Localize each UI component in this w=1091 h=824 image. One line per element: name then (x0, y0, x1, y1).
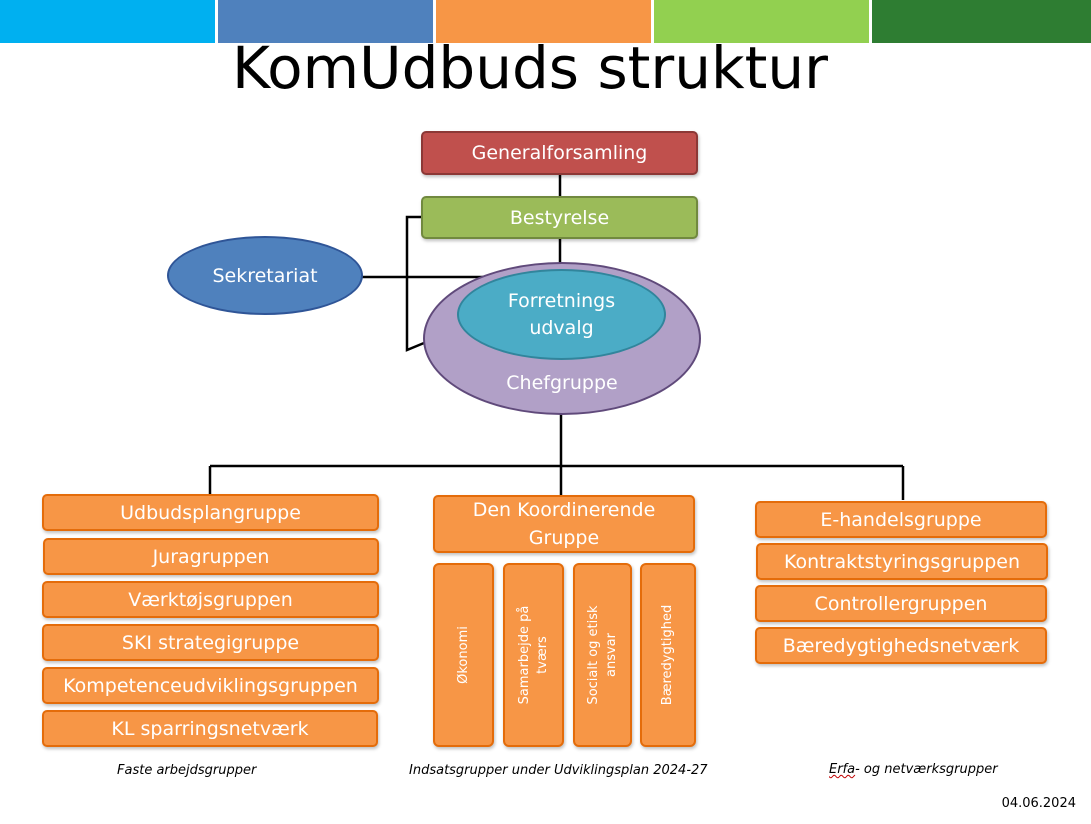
right-group-label: Controllergruppen (814, 592, 988, 615)
left-group-box: Værktøjsgruppen (42, 581, 379, 618)
left-group-box: SKI strategigruppe (42, 624, 379, 661)
right-group-box: E-handelsgruppe (755, 501, 1047, 538)
generalforsamling-box: Generalforsamling (421, 131, 698, 175)
subgroup-box: Bæredygtighed (640, 563, 696, 747)
header-band-1 (0, 0, 215, 43)
sekretariat-label: Sekretariat (212, 264, 318, 287)
left-group-box: KL sparringsnetværk (42, 710, 378, 747)
header-band-3 (436, 0, 651, 43)
right-group-box: Bæredygtighedsnetværk (755, 627, 1047, 664)
subgroup-box: Økonomi (433, 563, 494, 747)
koordinerende-gruppe-label-line1: Den Koordinerende (472, 499, 656, 521)
right-group-box: Controllergruppen (755, 585, 1047, 622)
koordinerende-gruppe-label-line2: Gruppe (528, 527, 600, 549)
left-group-box: Juragruppen (43, 538, 379, 575)
generalforsamling-label: Generalforsamling (471, 142, 648, 164)
forretningsudvalg-label-line2: udvalg (529, 316, 594, 339)
header-band-4 (654, 0, 869, 43)
left-group-box: Udbudsplangruppe (42, 494, 379, 531)
forretningsudvalg-ellipse: Forretnings udvalg (457, 269, 666, 360)
caption-right-part1: Erfa (829, 762, 856, 777)
bestyrelse-label: Bestyrelse (509, 206, 610, 229)
chefgruppe-label: Chefgruppe (506, 372, 618, 394)
koordinerende-gruppe-box: Den Koordinerende Gruppe (433, 495, 695, 553)
page-title: KomUdbuds struktur (232, 34, 828, 102)
right-group-label: E-handelsgruppe (820, 508, 982, 531)
right-group-label: Kontraktstyringsgruppen (784, 550, 1020, 573)
left-group-label: Værktøjsgruppen (128, 588, 293, 611)
right-group-label: Bæredygtighedsnetværk (782, 634, 1020, 657)
left-group-label: Kompetenceudviklingsgruppen (63, 674, 358, 697)
caption-right: Erfa- og netværksgrupper (829, 762, 998, 777)
bestyrelse-box: Bestyrelse (421, 196, 698, 239)
left-group-label: KL sparringsnetværk (111, 717, 309, 740)
subgroup-label: Bæredygtighed (660, 604, 675, 706)
caption-center: Indsatsgrupper under Udviklingsplan 2024… (409, 763, 708, 778)
caption-left: Faste arbejdsgrupper (117, 763, 257, 778)
caption-right-part2: - og netværksgrupper (855, 762, 998, 777)
left-group-label: Juragruppen (152, 545, 270, 568)
left-group-label: SKI strategigruppe (121, 631, 300, 654)
forretningsudvalg-label-line1: Forretnings (507, 289, 616, 312)
header-band-2 (218, 0, 433, 43)
header-band-5 (872, 0, 1091, 43)
date-label: 04.06.2024 (1001, 796, 1076, 811)
sekretariat-ellipse: Sekretariat (167, 236, 363, 315)
left-group-label: Udbudsplangruppe (120, 501, 301, 524)
subgroup-label: Økonomi (455, 626, 471, 684)
left-group-box: Kompetenceudviklingsgruppen (42, 667, 379, 704)
right-group-box: Kontraktstyringsgruppen (756, 543, 1048, 580)
